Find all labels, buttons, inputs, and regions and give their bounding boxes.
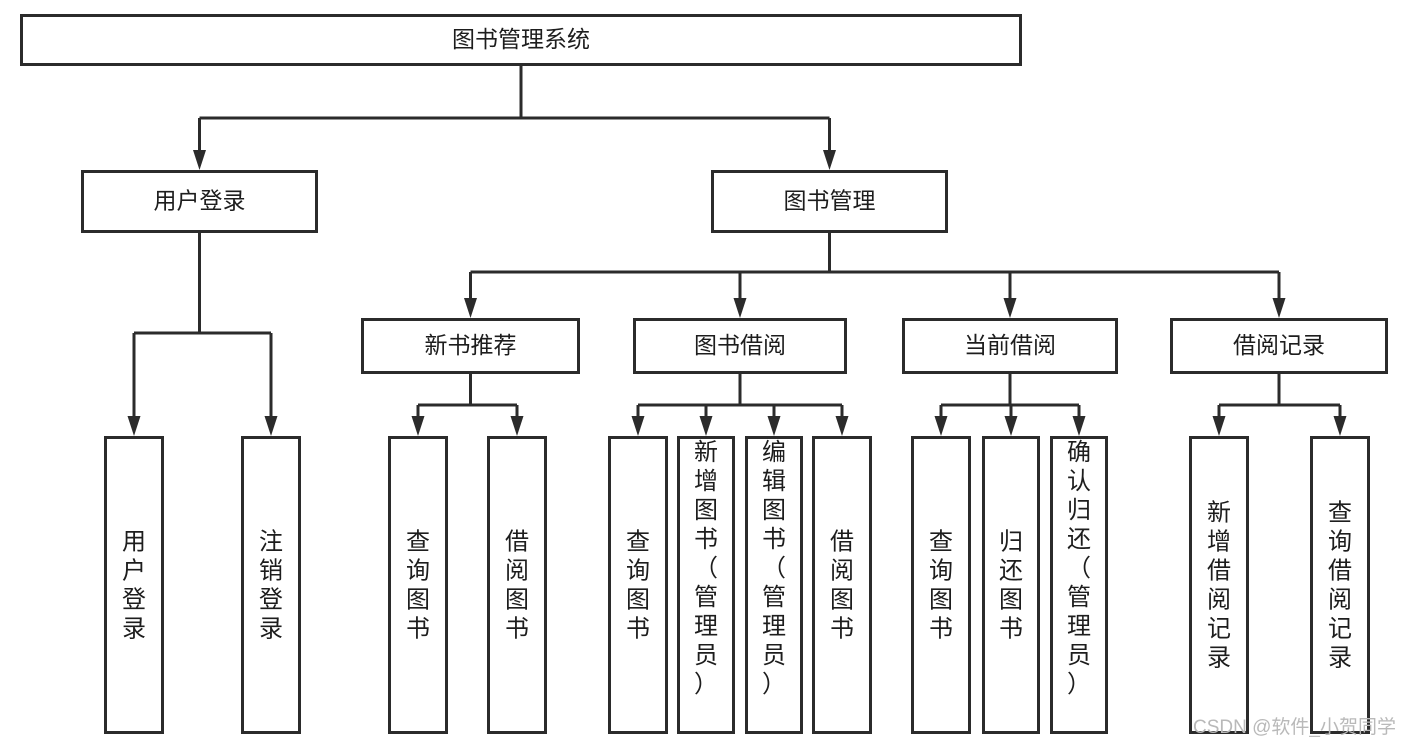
node-box-borrow-records [1170, 318, 1388, 374]
node-box-root [20, 14, 1022, 66]
node-box-leaf-borrow-book-recommend [487, 436, 547, 734]
arrow-head-book-management [823, 150, 836, 170]
arrow-head-leaf-user-login [127, 416, 141, 436]
node-box-leaf-borrow-book [812, 436, 872, 734]
arrow-head-leaf-query-book-borrow [631, 416, 645, 436]
node-leaf-add-book-admin[interactable]: 新增图书（管理员） [677, 436, 735, 734]
node-box-current-borrow [902, 318, 1118, 374]
arrow-head-leaf-add-book-admin [699, 416, 713, 436]
node-box-leaf-confirm-return-admin [1050, 436, 1108, 734]
node-box-new-book-recommend [361, 318, 580, 374]
node-box-leaf-query-book-borrow [608, 436, 668, 734]
node-label-leaf-query-book-current: 查询图书 [929, 529, 953, 643]
node-leaf-confirm-return-admin[interactable]: 确认归还（管理员） [1050, 436, 1108, 734]
node-label-book-management: 图书管理 [784, 188, 876, 214]
arrow-head-book-borrow [733, 298, 747, 318]
node-book-borrow[interactable]: 图书借阅 [633, 318, 847, 374]
node-current-borrow[interactable]: 当前借阅 [902, 318, 1118, 374]
node-box-leaf-add-book-admin [677, 436, 735, 734]
node-box-leaf-edit-book-admin [745, 436, 803, 734]
node-box-user-login [81, 170, 318, 233]
node-label-leaf-borrow-book: 借阅图书 [830, 529, 854, 643]
node-leaf-query-book-current[interactable]: 查询图书 [911, 436, 971, 734]
node-box-leaf-user-login [104, 436, 164, 734]
node-box-leaf-query-book-current [911, 436, 971, 734]
node-label-leaf-edit-book-admin: 编辑图书（管理员） [762, 439, 786, 698]
node-box-leaf-query-borrow-record [1310, 436, 1370, 734]
node-leaf-borrow-book-recommend[interactable]: 借阅图书 [487, 436, 547, 734]
node-label-leaf-query-book-borrow: 查询图书 [626, 529, 650, 643]
node-label-borrow-records: 借阅记录 [1233, 332, 1325, 358]
node-leaf-user-login[interactable]: 用户登录 [104, 436, 164, 734]
node-label-leaf-user-logout: 注销登录 [259, 529, 283, 643]
node-label-leaf-user-login: 用户登录 [122, 529, 146, 643]
arrow-head-new-book-recommend [464, 298, 477, 318]
arrow-head-leaf-return-book [1004, 416, 1018, 436]
arrow-head-leaf-edit-book-admin [767, 416, 781, 436]
arrow-head-leaf-query-book-current [934, 416, 948, 436]
node-leaf-user-logout[interactable]: 注销登录 [241, 436, 301, 734]
arrow-head-leaf-query-borrow-record [1333, 416, 1347, 436]
arrow-head-leaf-query-book-recommend [411, 416, 425, 436]
node-box-leaf-return-book [982, 436, 1040, 734]
node-user-login[interactable]: 用户登录 [81, 170, 318, 233]
arrow-head-leaf-borrow-book [835, 416, 849, 436]
node-leaf-borrow-book[interactable]: 借阅图书 [812, 436, 872, 734]
watermark-label: CSDN @软件_小贺同学 [1193, 716, 1396, 738]
node-leaf-query-book-recommend[interactable]: 查询图书 [388, 436, 448, 734]
node-leaf-add-borrow-record[interactable]: 新增借阅记录 [1189, 436, 1249, 734]
node-label-current-borrow: 当前借阅 [964, 332, 1056, 358]
node-root[interactable]: 图书管理系统 [20, 14, 1022, 66]
node-label-leaf-query-book-recommend: 查询图书 [406, 529, 430, 643]
node-leaf-edit-book-admin[interactable]: 编辑图书（管理员） [745, 436, 803, 734]
node-label-new-book-recommend: 新书推荐 [425, 332, 517, 358]
node-label-leaf-add-book-admin: 新增图书（管理员） [694, 439, 718, 698]
arrow-head-leaf-borrow-book-recommend [510, 416, 524, 436]
node-box-book-management [711, 170, 948, 233]
node-label-user-login: 用户登录 [154, 188, 246, 214]
node-label-leaf-borrow-book-recommend: 借阅图书 [505, 529, 529, 643]
node-borrow-records[interactable]: 借阅记录 [1170, 318, 1388, 374]
node-leaf-query-borrow-record[interactable]: 查询借阅记录 [1310, 436, 1370, 734]
node-box-book-borrow [633, 318, 847, 374]
connectors-layer [127, 66, 1347, 436]
nodes-layer: 图书管理系统用户登录图书管理新书推荐图书借阅当前借阅借阅记录用户登录注销登录查询… [20, 14, 1388, 734]
node-box-leaf-query-book-recommend [388, 436, 448, 734]
node-leaf-query-book-borrow[interactable]: 查询图书 [608, 436, 668, 734]
arrow-head-leaf-user-logout [264, 416, 278, 436]
node-new-book-recommend[interactable]: 新书推荐 [361, 318, 580, 374]
node-box-leaf-add-borrow-record [1189, 436, 1249, 734]
node-label-leaf-add-borrow-record: 新增借阅记录 [1207, 500, 1231, 672]
node-label-leaf-confirm-return-admin: 确认归还（管理员） [1067, 439, 1091, 698]
arrow-head-leaf-add-borrow-record [1212, 416, 1226, 436]
arrow-head-leaf-confirm-return-admin [1072, 416, 1086, 436]
arrow-head-user-login [193, 150, 206, 170]
node-label-leaf-return-book: 归还图书 [999, 529, 1023, 643]
node-book-management[interactable]: 图书管理 [711, 170, 948, 233]
node-box-leaf-user-logout [241, 436, 301, 734]
arrow-head-current-borrow [1003, 298, 1017, 318]
node-label-root: 图书管理系统 [452, 26, 590, 52]
node-leaf-return-book[interactable]: 归还图书 [982, 436, 1040, 734]
node-label-leaf-query-borrow-record: 查询借阅记录 [1328, 500, 1352, 672]
arrow-head-borrow-records [1272, 298, 1286, 318]
node-label-book-borrow: 图书借阅 [694, 332, 786, 358]
